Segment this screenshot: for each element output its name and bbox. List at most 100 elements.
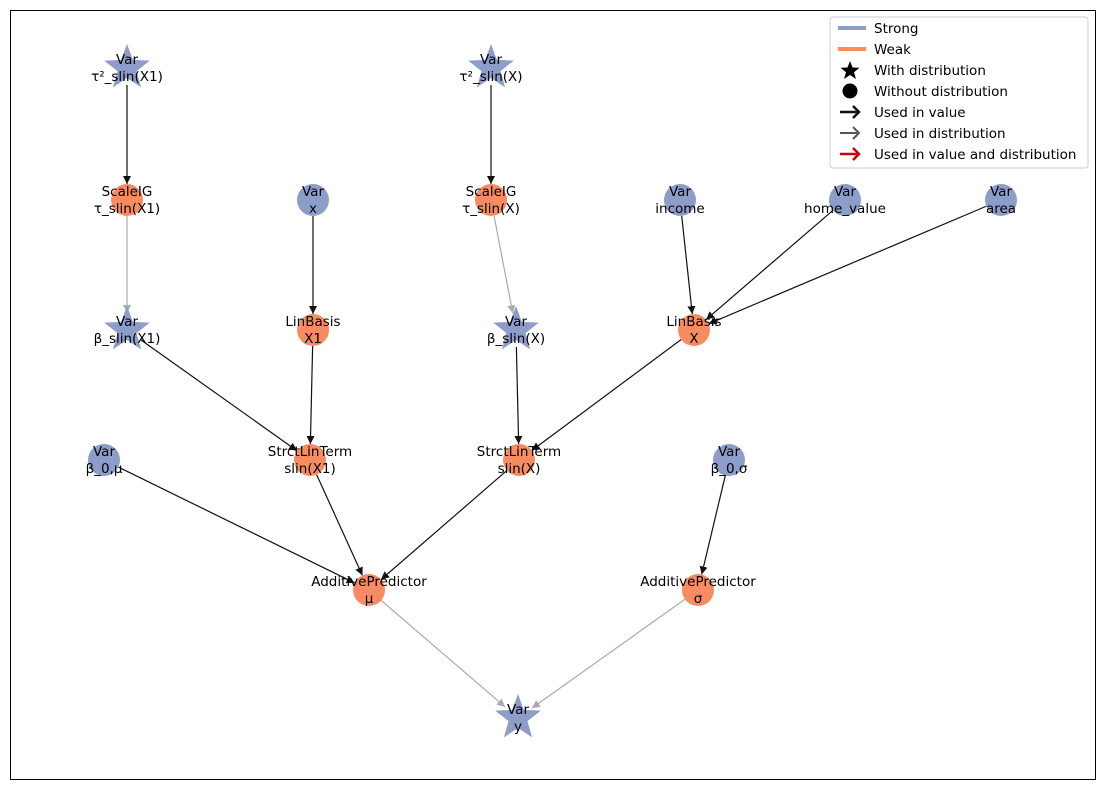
node-name-label: income (655, 201, 704, 217)
circle-marker (503, 444, 535, 476)
circle-marker (829, 184, 861, 216)
edge-pred_mu-to-var_y (380, 599, 506, 708)
legend-box (829, 16, 1089, 169)
node-type-label: Var (302, 184, 324, 200)
node-name-label: x (309, 201, 317, 217)
nodes-layer: Varτ²_slin(X1)Varτ²_slin(X)ScaleIGτ_slin… (86, 44, 1017, 738)
node-name-label: β_slin(X) (487, 331, 545, 347)
node-name-label: X (689, 331, 698, 347)
circle-marker (297, 184, 329, 216)
edge-pred_sigma-to-var_y (531, 598, 686, 709)
node-name-label: area (986, 201, 1016, 217)
legend-item-used-in-value-and-distribution: Used in value and distribution (840, 147, 1076, 163)
legend-item-without-distribution: Without distribution (842, 83, 1008, 100)
circle-marker (297, 314, 329, 346)
node-name-label: τ_slin(X) (462, 201, 520, 217)
legend-item-with-distribution: With distribution (840, 61, 986, 79)
edge-beta0_sigma-to-pred_sigma (699, 475, 726, 575)
legend-item-strong: Strong (838, 21, 919, 37)
arrow-right-icon (840, 126, 861, 140)
arrow-right-icon (840, 147, 861, 161)
node-type-label: LinBasis (666, 314, 721, 330)
legend-item-weak: Weak (838, 42, 911, 58)
dot-icon (842, 83, 858, 99)
node-type-label: Var (116, 314, 138, 330)
circle-marker (88, 444, 120, 476)
node-type-label: Var (116, 52, 138, 68)
legend-label: Without distribution (874, 84, 1008, 100)
edge-scaleig_x-to-beta_x (493, 215, 516, 314)
node-name-label: β_0,σ (711, 461, 748, 477)
star-marker (104, 44, 150, 88)
node-type-label: Var (93, 444, 115, 460)
node-type-label: StrctLinTerm (477, 444, 561, 460)
node-name-label: σ (694, 591, 703, 607)
legend-label: With distribution (874, 63, 986, 79)
legend-item-used-in-value: Used in value (840, 105, 966, 121)
node-name-label: μ (365, 591, 374, 607)
node-type-label: Var (505, 314, 527, 330)
legend-label: Strong (874, 21, 919, 37)
circle-marker (682, 574, 714, 606)
edges-layer (118, 85, 987, 709)
edge-beta0_mu-to-pred_mu (118, 466, 355, 584)
node-name-label: τ²_slin(X) (459, 69, 522, 85)
circle-marker (713, 444, 745, 476)
node-name-label: y (514, 719, 522, 735)
edge-var_area-to-linbasis_x (708, 205, 987, 325)
circle-marker (294, 444, 326, 476)
edge-var_income-to-linbasis_x (681, 215, 696, 315)
node-name-label: slin(X1) (284, 461, 335, 477)
node-type-label: ScaleIG (466, 184, 517, 200)
edge-var_home-to-linbasis_x (705, 209, 834, 321)
node-type-label: StrctLinTerm (268, 444, 352, 460)
node-type-label: Var (834, 184, 856, 200)
circle-marker (475, 184, 507, 216)
node-name-label: τ_slin(X1) (94, 201, 160, 217)
circle-marker (111, 184, 143, 216)
legend: Strong Weak With distribution Without di… (829, 16, 1089, 169)
circle-marker (678, 314, 710, 346)
node-type-label: LinBasis (285, 314, 340, 330)
arrow-right-icon (840, 105, 861, 119)
plot-frame (10, 10, 1096, 780)
edge-linbasis_x1-to-term_x1 (306, 345, 315, 445)
legend-label: Used in distribution (874, 126, 1006, 142)
star-marker (468, 44, 514, 88)
node-name-label: τ²_slin(X1) (91, 69, 163, 85)
edge-linbasis_x-to-term_x (531, 339, 682, 451)
edge-beta_x-to-term_x (514, 346, 523, 445)
circle-marker (985, 184, 1017, 216)
star-marker (495, 694, 541, 738)
edge-term_x-to-pred_mu (380, 470, 508, 580)
legend-label: Used in value (874, 105, 966, 121)
star-marker (493, 306, 539, 350)
node-type-label: Var (669, 184, 691, 200)
node-type-label: AdditivePredictor (311, 574, 427, 590)
node-name-label: β_slin(X1) (94, 331, 161, 347)
node-type-label: Var (507, 702, 529, 718)
node-name-label: slin(X) (498, 461, 541, 477)
node-type-label: Var (718, 444, 740, 460)
node-type-label: AdditivePredictor (640, 574, 756, 590)
node-type-label: Var (480, 52, 502, 68)
